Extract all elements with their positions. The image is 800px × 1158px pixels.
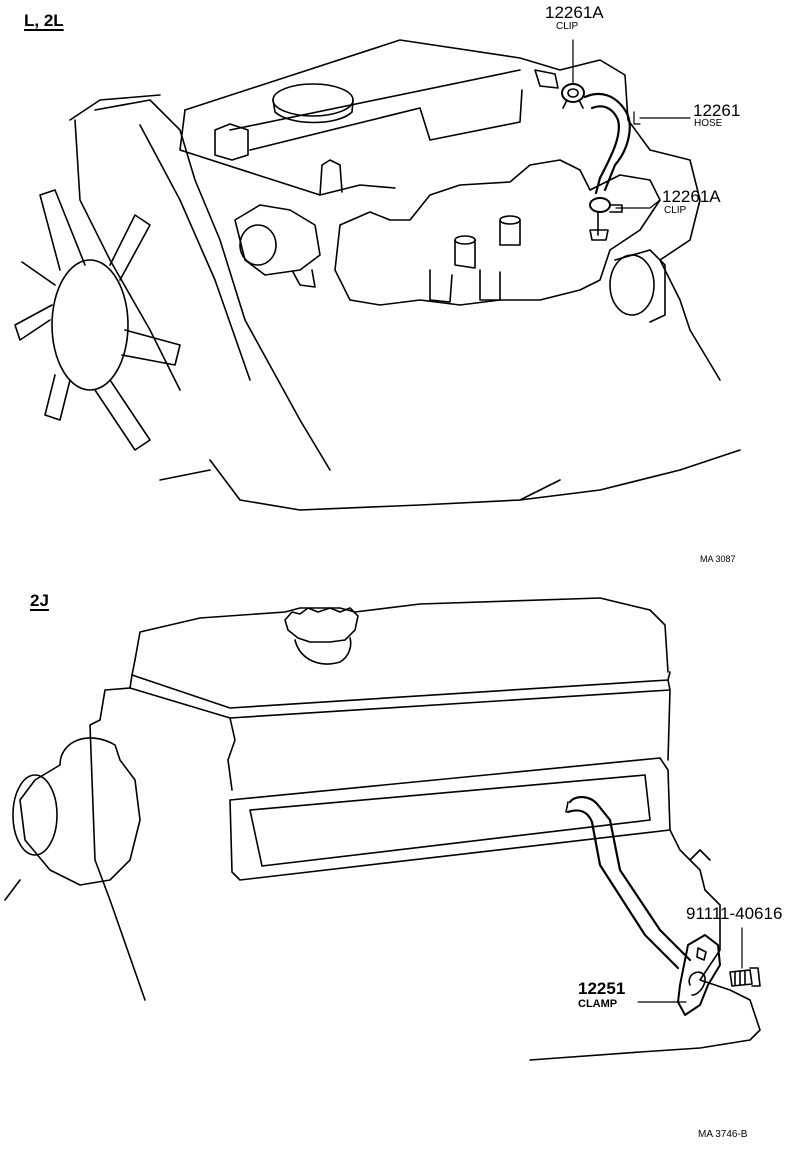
clamp-12251: [677, 934, 721, 1016]
figure-code-top: MA 3087: [700, 554, 736, 564]
label-clamp-number: 12251: [578, 979, 626, 998]
engine-bottom-illustration: [4, 597, 761, 1061]
label-clip-bottom-name: CLIP: [664, 205, 687, 216]
label-bolt-number: 91111-40616: [686, 904, 783, 923]
label-clip-bottom-number: 12261A: [662, 187, 721, 206]
engine-top-illustration: [14, 39, 741, 511]
figure-code-bottom: MA 3746-B: [698, 1129, 748, 1140]
pcv-hose-top: [534, 69, 631, 241]
timing-belt-cover: [94, 99, 331, 471]
leader-lines-top: [572, 39, 691, 209]
rocker-cover: [134, 597, 669, 673]
bolt-91111-40616: [729, 969, 753, 987]
cooling-fan-hub: [51, 259, 129, 391]
cylinder-head-cover: [184, 39, 701, 261]
oil-filler-cap-2j: [284, 607, 359, 643]
heading-l-2l: L, 2L: [24, 11, 64, 30]
label-clip-top-number: 12261A: [545, 3, 604, 22]
manifold: [334, 159, 661, 306]
label-clip-top-name: CLIP: [556, 21, 579, 32]
breather-pipe-2j: [565, 796, 761, 1016]
label-hose-name: HOSE: [694, 118, 723, 129]
exhaust-outlet: [609, 254, 655, 316]
clip-upper: [561, 83, 585, 103]
oil-filler-cap: [272, 83, 354, 117]
clip-lower: [589, 197, 611, 213]
label-clamp-name: CLAMP: [578, 998, 618, 1010]
leader-lines-bottom: [637, 927, 743, 1003]
heading-2j: 2J: [30, 591, 49, 610]
label-hose-number: 12261: [693, 101, 741, 120]
